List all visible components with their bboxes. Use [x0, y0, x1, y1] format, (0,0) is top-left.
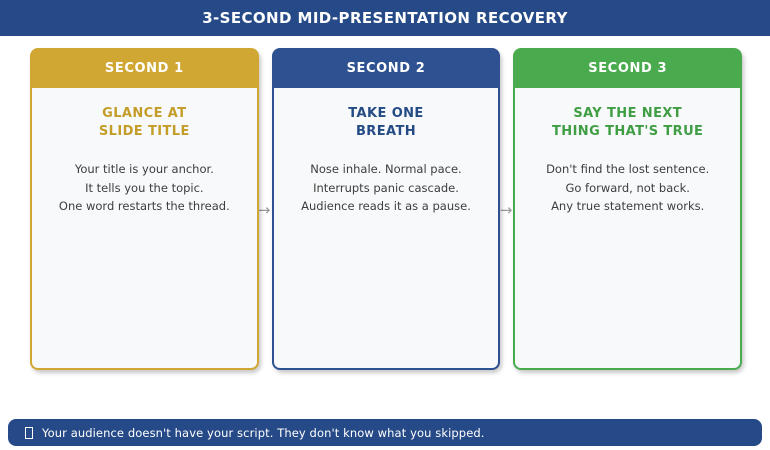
card-second-1-label: SECOND 1	[104, 60, 184, 76]
footer-note-text: Your audience doesn't have your script. …	[42, 425, 485, 440]
card-second-3-body: SAY THE NEXT THING THAT'S TRUE Don't fin…	[513, 88, 743, 370]
card-second-2-subtitle: TAKE ONE BREATH	[348, 106, 424, 140]
text-line: Audience reads it as a pause.	[301, 199, 471, 214]
missing-glyph-box-icon	[25, 426, 33, 439]
footer-note-bar: Your audience doesn't have your script. …	[8, 419, 762, 446]
card-second-2-text: Nose inhale. Normal pace. Interrupts pan…	[274, 160, 499, 215]
card-second-3-subtitle: SAY THE NEXT THING THAT'S TRUE	[552, 106, 704, 140]
text-line: One word restarts the thread.	[58, 199, 230, 214]
text-line: Interrupts panic cascade.	[313, 180, 459, 195]
text-line: Go forward, not back.	[565, 180, 690, 195]
card-second-3-header: SECOND 3	[513, 48, 743, 88]
text-line: Your title is your anchor.	[74, 162, 214, 177]
card-second-3-label: SECOND 3	[588, 60, 668, 76]
card-second-1-header: SECOND 1	[30, 48, 259, 88]
card-second-1-body: GLANCE AT SLIDE TITLE Your title is your…	[30, 88, 259, 370]
card-second-3: SECOND 3 SAY THE NEXT THING THAT'S TRUE …	[513, 48, 743, 370]
text-line: It tells you the topic.	[85, 180, 204, 195]
text-line: Don't find the lost sentence.	[546, 162, 710, 177]
card-second-1: SECOND 1 GLANCE AT SLIDE TITLE Your titl…	[30, 48, 259, 370]
arrow-right-icon: →	[499, 201, 513, 219]
steps-row: SECOND 1 GLANCE AT SLIDE TITLE Your titl…	[30, 48, 743, 370]
card-second-1-text: Your title is your anchor. It tells you …	[32, 160, 257, 215]
arrow-right-icon: →	[257, 201, 271, 219]
header-bar: 3-SECOND MID-PRESENTATION RECOVERY	[0, 0, 770, 36]
card-second-2: SECOND 2 TAKE ONE BREATH Nose inhale. No…	[271, 48, 501, 370]
card-second-2-header: SECOND 2	[271, 48, 501, 88]
card-second-3-text: Don't find the lost sentence. Go forward…	[515, 160, 740, 215]
card-second-1-subtitle: GLANCE AT SLIDE TITLE	[98, 106, 190, 140]
card-second-2-label: SECOND 2	[346, 60, 426, 76]
text-line: Nose inhale. Normal pace.	[310, 162, 462, 177]
card-second-2-body: TAKE ONE BREATH Nose inhale. Normal pace…	[271, 88, 501, 370]
page-title: 3-SECOND MID-PRESENTATION RECOVERY	[202, 9, 568, 27]
text-line: Any true statement works.	[551, 199, 705, 214]
